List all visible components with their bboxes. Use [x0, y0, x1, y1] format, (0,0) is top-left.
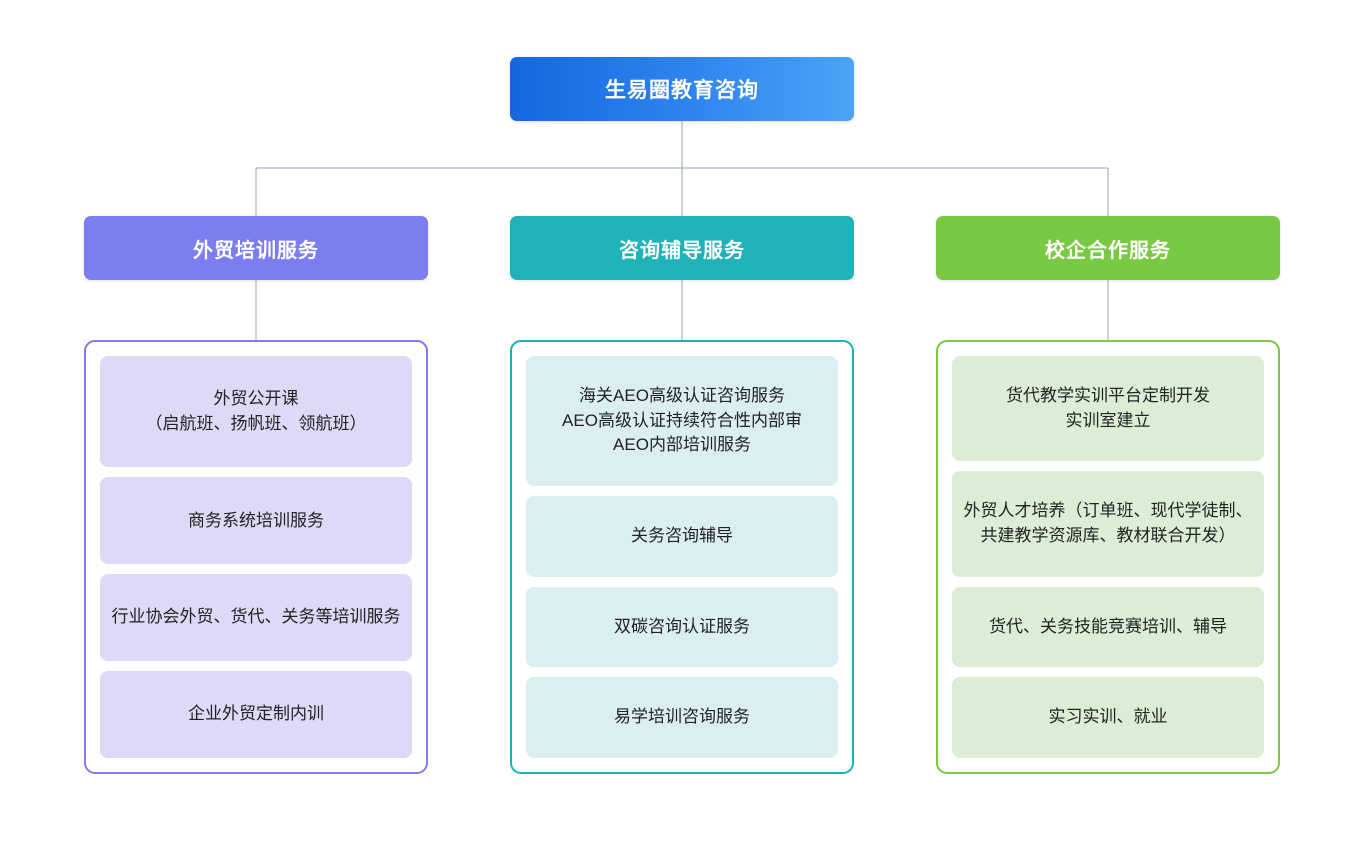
- leaf-card-label: 商务系统培训服务: [188, 510, 324, 530]
- leaf-card[interactable]: 外贸人才培养（订单班、现代学徒制、共建教学资源库、教材联合开发）: [952, 471, 1264, 577]
- leaf-card[interactable]: 企业外贸定制内训: [100, 671, 412, 759]
- leaf-card-label: 外贸公开课 （启航班、扬帆班、领航班）: [145, 389, 367, 433]
- leaf-card[interactable]: 行业协会外贸、货代、关务等培训服务: [100, 574, 412, 662]
- leaf-card-label: 货代教学实训平台定制开发 实训室建立: [1006, 386, 1210, 430]
- leaf-card-label: 双碳咨询认证服务: [614, 616, 750, 636]
- branch-header-label: 校企合作服务: [1045, 239, 1171, 262]
- leaf-card-label: 外贸人才培养（订单班、现代学徒制、共建教学资源库、教材联合开发）: [963, 501, 1253, 545]
- leaf-card[interactable]: 双碳咨询认证服务: [526, 586, 838, 668]
- root-node[interactable]: 生易圈教育咨询: [510, 57, 854, 121]
- leaf-card-label: 易学培训咨询服务: [614, 707, 750, 727]
- branch-container-training: 外贸公开课 （启航班、扬帆班、领航班） 商务系统培训服务 行业协会外贸、货代、关…: [84, 340, 428, 774]
- branch-header-school-enterprise[interactable]: 校企合作服务: [936, 216, 1280, 280]
- branch-container-school-enterprise: 货代教学实训平台定制开发 实训室建立 外贸人才培养（订单班、现代学徒制、共建教学…: [936, 340, 1280, 774]
- leaf-card-label: 实习实训、就业: [1048, 707, 1168, 727]
- leaf-card-label: 行业协会外贸、货代、关务等培训服务: [111, 607, 401, 627]
- leaf-card-label: 关务咨询辅导: [631, 525, 733, 545]
- leaf-card[interactable]: 商务系统培训服务: [100, 477, 412, 565]
- leaf-card[interactable]: 关务咨询辅导: [526, 495, 838, 577]
- branch-consulting: 咨询辅导服务 海关AEO高级认证咨询服务 AEO高级认证持续符合性内部审 AEO…: [510, 216, 854, 774]
- branch-header-consulting[interactable]: 咨询辅导服务: [510, 216, 854, 280]
- branch-header-training[interactable]: 外贸培训服务: [84, 216, 428, 280]
- leaf-card[interactable]: 货代教学实训平台定制开发 实训室建立: [952, 356, 1264, 462]
- leaf-card-label: 海关AEO高级认证咨询服务 AEO高级认证持续符合性内部审 AEO内部培训服务: [562, 386, 802, 455]
- branch-container-consulting: 海关AEO高级认证咨询服务 AEO高级认证持续符合性内部审 AEO内部培训服务 …: [510, 340, 854, 774]
- leaf-card[interactable]: 外贸公开课 （启航班、扬帆班、领航班）: [100, 356, 412, 468]
- branch-school-enterprise: 校企合作服务 货代教学实训平台定制开发 实训室建立 外贸人才培养（订单班、现代学…: [936, 216, 1280, 774]
- branch-training: 外贸培训服务 外贸公开课 （启航班、扬帆班、领航班） 商务系统培训服务 行业协会…: [84, 216, 428, 774]
- branch-header-label: 咨询辅导服务: [619, 239, 745, 262]
- leaf-card[interactable]: 易学培训咨询服务: [526, 677, 838, 759]
- leaf-card[interactable]: 海关AEO高级认证咨询服务 AEO高级认证持续符合性内部审 AEO内部培训服务: [526, 356, 838, 486]
- leaf-card-label: 企业外贸定制内训: [188, 704, 324, 724]
- leaf-card[interactable]: 货代、关务技能竞赛培训、辅导: [952, 586, 1264, 668]
- branch-header-label: 外贸培训服务: [193, 239, 319, 262]
- leaf-card[interactable]: 实习实训、就业: [952, 677, 1264, 759]
- root-node-label: 生易圈教育咨询: [605, 79, 759, 102]
- leaf-card-label: 货代、关务技能竞赛培训、辅导: [989, 616, 1227, 636]
